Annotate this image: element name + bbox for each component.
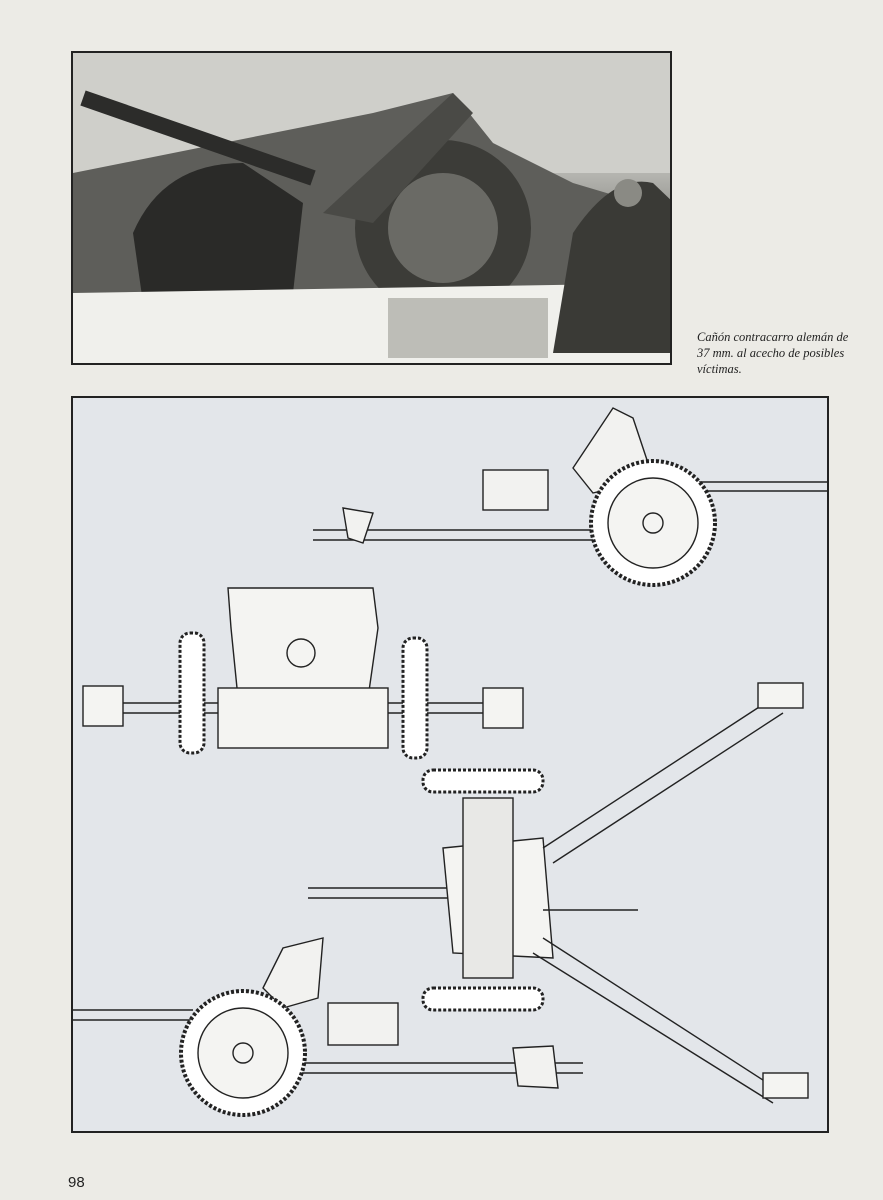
photo-antitank-gun	[71, 51, 672, 365]
side-view-left	[73, 937, 583, 1117]
photo-illustration	[73, 53, 670, 363]
photo-caption: Cañón contracarro alemán de 37 mm. al ac…	[697, 330, 849, 376]
splayed-trail-view	[308, 682, 809, 1104]
gun-line-drawings	[73, 407, 827, 1117]
page-number: 98	[68, 1174, 85, 1191]
technical-drawing-gun-views	[71, 396, 829, 1133]
top-view-left	[82, 587, 524, 760]
side-view-right	[313, 407, 827, 587]
